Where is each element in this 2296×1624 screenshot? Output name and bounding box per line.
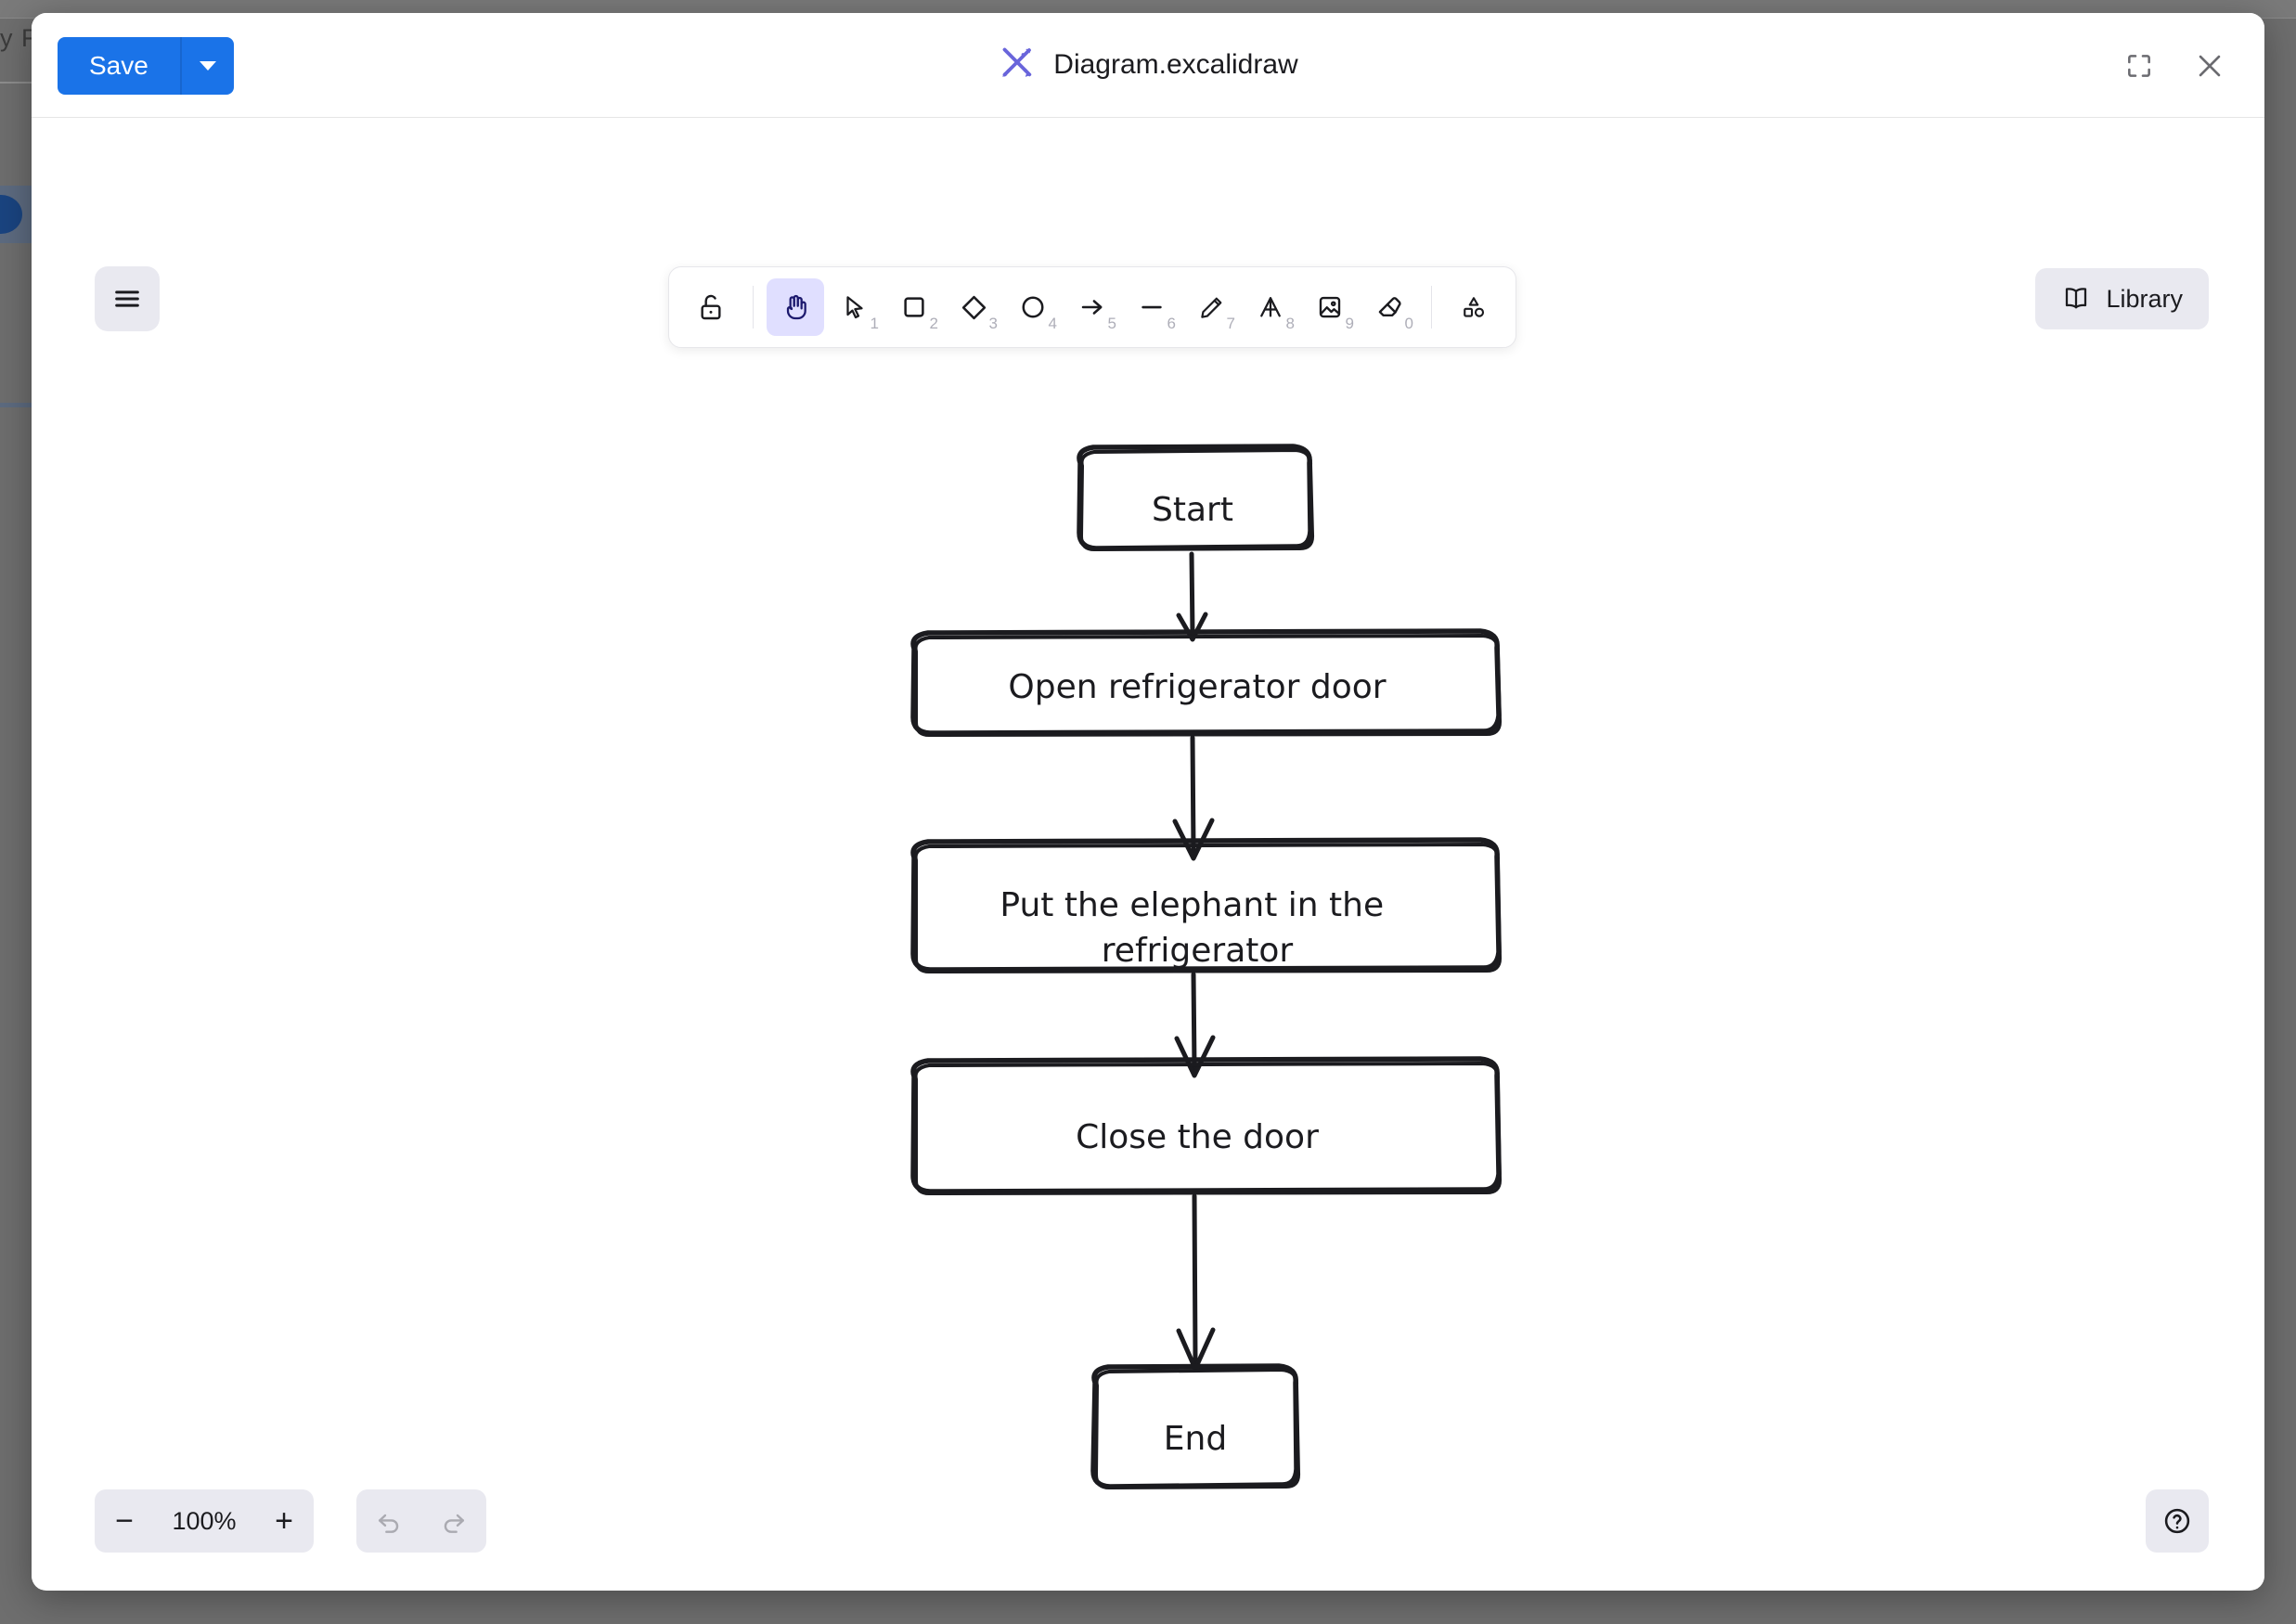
selection-tool[interactable]: 1 xyxy=(826,278,884,336)
tool-palette: 1 2 3 4 xyxy=(668,266,1516,348)
text-tool[interactable]: 8 xyxy=(1242,278,1299,336)
tool-shortcut: 6 xyxy=(1167,315,1176,332)
flowchart-node-label: Start xyxy=(1152,491,1233,529)
arrow-right-icon xyxy=(1081,300,1103,315)
tool-shortcut: 5 xyxy=(1107,315,1116,332)
tool-shortcut: 0 xyxy=(1404,315,1413,332)
undo-icon xyxy=(378,1514,399,1533)
draw-tool[interactable]: 7 xyxy=(1182,278,1240,336)
image-icon xyxy=(1319,296,1341,318)
ellipse-icon xyxy=(1022,296,1044,318)
flowchart-node-open-door xyxy=(910,628,1503,738)
page-title: Diagram.excalidraw xyxy=(1053,48,1298,80)
help-button[interactable] xyxy=(2146,1489,2209,1553)
ellipse-tool[interactable]: 4 xyxy=(1004,278,1062,336)
fullscreen-icon[interactable] xyxy=(2112,39,2166,93)
undo-button[interactable] xyxy=(356,1489,421,1553)
drawing-canvas[interactable]: 1 2 3 4 xyxy=(32,118,2264,1590)
flowchart-edge-3 xyxy=(1174,972,1216,1078)
hand-icon xyxy=(786,294,806,320)
save-button[interactable]: Save xyxy=(58,37,180,95)
toolbar-divider-2 xyxy=(1431,286,1432,329)
flowchart-node-end xyxy=(1090,1363,1301,1490)
excalidraw-logo-icon xyxy=(998,43,1037,86)
flowchart-node-label-line-1: Put the elephant in the xyxy=(1000,886,1384,924)
tool-shortcut: 9 xyxy=(1345,315,1354,332)
flowchart-diagram: Start Open refrigerator door Put the ele… xyxy=(910,444,1503,1490)
eraser-tool[interactable]: 0 xyxy=(1361,278,1418,336)
tool-shortcut: 2 xyxy=(929,315,938,332)
arrow-tool[interactable]: 5 xyxy=(1064,278,1121,336)
flowchart-node-label-line-2: refrigerator xyxy=(1102,932,1294,970)
rectangle-icon xyxy=(904,297,924,317)
modal-titlebar: Save xyxy=(32,13,2264,118)
line-icon xyxy=(1142,305,1162,309)
background-divider-secondary xyxy=(0,403,56,407)
redo-button[interactable] xyxy=(421,1489,486,1553)
library-label: Library xyxy=(2106,284,2183,313)
flowchart-node-start xyxy=(1077,444,1315,552)
save-divider xyxy=(179,37,182,95)
more-shapes-icon xyxy=(1464,297,1485,317)
chevron-down-icon xyxy=(199,61,216,71)
excalidraw-editor-modal: Save xyxy=(32,13,2264,1591)
history-control-group xyxy=(356,1489,486,1553)
library-button[interactable]: Library xyxy=(2035,268,2209,329)
text-a-icon xyxy=(1260,297,1281,317)
flowchart-node-put-elephant xyxy=(910,837,1503,974)
flowchart-edge-1 xyxy=(1176,551,1208,642)
flowchart-node-label: Put the elephant in the refrigerator xyxy=(1000,886,1394,970)
toolbar-divider xyxy=(753,286,754,329)
window-controls xyxy=(2112,39,2237,93)
book-open-icon xyxy=(2061,283,2091,316)
flowchart-node-label: End xyxy=(1164,1420,1227,1458)
cursor-arrow-icon xyxy=(846,296,863,319)
lock-tool[interactable] xyxy=(682,278,740,336)
image-tool[interactable]: 9 xyxy=(1301,278,1359,336)
unlock-icon xyxy=(701,294,721,320)
background-divider xyxy=(0,82,56,84)
title-block: Diagram.excalidraw xyxy=(32,43,2264,86)
diamond-icon xyxy=(961,295,986,319)
tool-shortcut: 8 xyxy=(1285,315,1295,332)
rectangle-tool[interactable]: 2 xyxy=(885,278,943,336)
shapes-tool[interactable] xyxy=(1445,278,1503,336)
pencil-icon xyxy=(1200,297,1221,318)
save-button-group[interactable]: Save xyxy=(58,37,234,95)
hand-tool[interactable] xyxy=(767,278,824,336)
flowchart-edge-2 xyxy=(1172,735,1215,861)
flowchart-node-label: Close the door xyxy=(1076,1118,1319,1156)
tool-shortcut: 3 xyxy=(988,315,998,332)
zoom-out-button[interactable]: − xyxy=(95,1489,154,1553)
line-tool[interactable]: 6 xyxy=(1123,278,1180,336)
save-dropdown-button[interactable] xyxy=(181,37,234,95)
help-circle-icon xyxy=(2164,1508,2190,1534)
flowchart-node-label: Open refrigerator door xyxy=(1008,668,1386,706)
eraser-icon xyxy=(1378,297,1401,316)
flowchart-edge-4 xyxy=(1176,1193,1216,1372)
tool-shortcut: 4 xyxy=(1048,315,1057,332)
tool-shortcut: 1 xyxy=(870,315,879,332)
zoom-control-group: − 100% + xyxy=(95,1489,314,1553)
zoom-level-value[interactable]: 100% xyxy=(172,1506,237,1535)
zoom-in-button[interactable]: + xyxy=(254,1489,314,1553)
hamburger-menu-icon[interactable] xyxy=(95,266,160,331)
close-icon[interactable] xyxy=(2183,39,2237,93)
background-menu-text: y F xyxy=(0,24,38,52)
flowchart-node-close-door xyxy=(910,1056,1503,1196)
redo-icon xyxy=(444,1514,465,1533)
diamond-tool[interactable]: 3 xyxy=(945,278,1002,336)
tool-shortcut: 7 xyxy=(1226,315,1235,332)
